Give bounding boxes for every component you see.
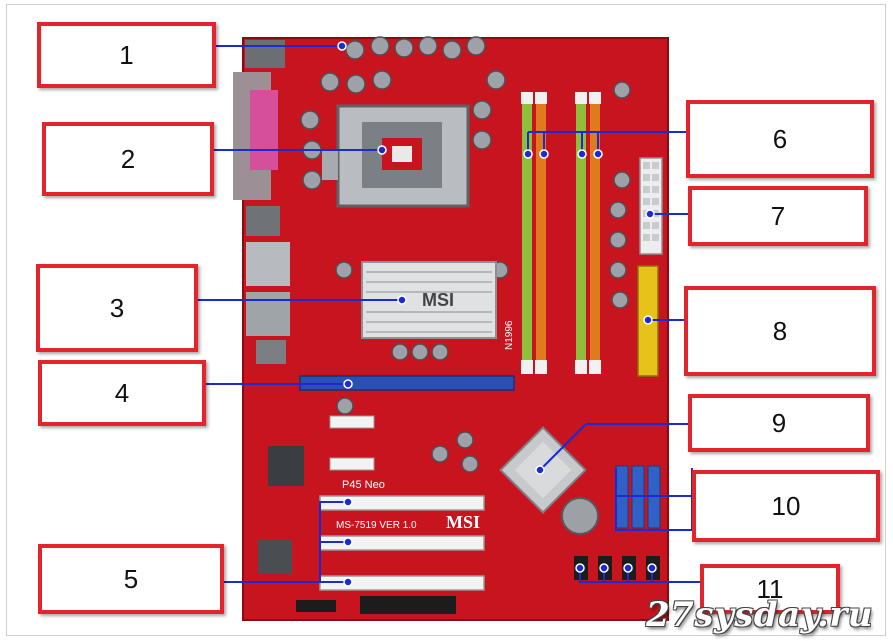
callout-10: 10 [692,470,880,542]
callout-label: 3 [109,292,125,323]
callout-label: 9 [771,407,787,438]
callout-2: 2 [42,122,214,196]
callout-label: 10 [771,490,801,521]
callout-3: 3 [36,264,198,352]
northbridge-heatsink: MSI [361,261,497,339]
callout-label: 2 [120,143,136,174]
pci-slots [319,495,485,591]
site-watermark: 27sysday.ru [646,595,873,635]
callout-label: 11 [756,573,784,604]
atx-power-connector [639,157,663,255]
io-chip [268,446,304,486]
leader-endpoints [337,41,657,587]
callout-1: 1 [37,22,216,88]
callout-label: 7 [770,200,786,231]
image-frame [6,4,886,636]
pcie-x1-slots [329,415,375,471]
ram-silkscreen-text: N1996 [504,320,515,350]
callout-9: 9 [688,394,870,452]
pcb-brand-text: MSI [446,512,480,532]
audio-chip [258,540,292,574]
callout-label: 8 [772,315,788,346]
model-text: MS-7519 VER 1.0 [336,520,417,531]
callout-label: 5 [123,563,139,594]
callout-11: 11 [700,564,840,614]
callout-6: 6 [686,100,874,178]
callout-8: 8 [684,286,876,376]
cpu-socket [322,104,470,208]
heatsink-brand-text: MSI [422,290,454,310]
callout-5: 5 [38,544,224,614]
callout-7: 7 [688,186,868,246]
callout-label: 1 [119,39,134,70]
cmos-battery [561,497,599,535]
dimm-slots: N1996 [504,92,601,374]
callout-4: 4 [38,360,206,426]
board-name-text: P45 Neo [342,479,385,491]
callout-label: 4 [114,377,130,408]
capacitors [300,36,631,473]
callout-label: 6 [772,123,788,154]
